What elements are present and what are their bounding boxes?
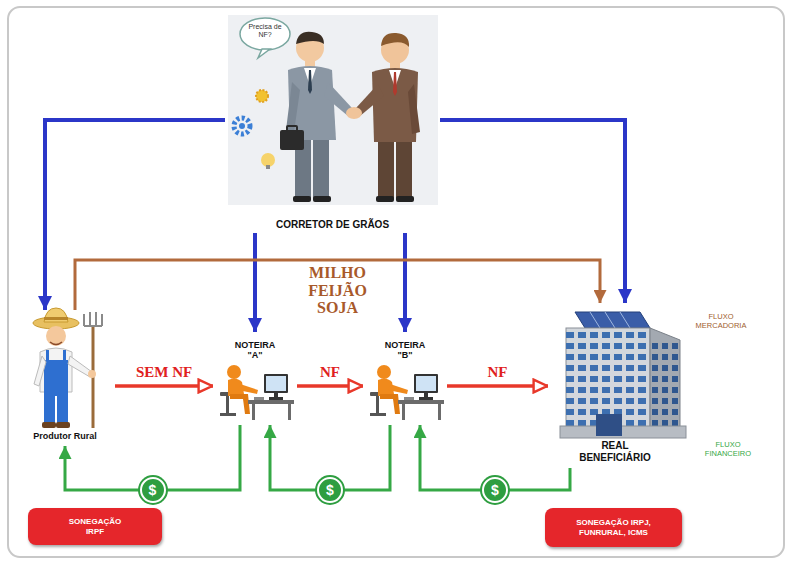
art-rect — [44, 317, 68, 320]
legend-note: FLUXO MERCADORIA — [688, 313, 754, 330]
art-circle — [88, 370, 96, 378]
tax-evasion-box: SONEGAÇÃO IRPJ, FUNRURAL, ICMS — [545, 508, 682, 547]
art-rect — [396, 142, 412, 198]
farmer-node: Produtor Rural — [15, 310, 115, 446]
art-rect — [280, 130, 304, 150]
art-path — [408, 84, 420, 134]
art-ellipse — [240, 18, 290, 50]
red-flow-arrow — [115, 384, 213, 388]
art-rect — [44, 394, 55, 424]
money-badge: $ — [482, 477, 508, 503]
art-rect — [293, 196, 311, 202]
red-flow-arrow — [447, 384, 548, 388]
art-rect — [57, 394, 68, 424]
money-badge: $ — [140, 477, 166, 503]
art-circle — [256, 90, 268, 102]
art-rect — [46, 350, 49, 362]
art-path — [393, 72, 397, 96]
blue-flow-arrow — [253, 233, 257, 332]
building-figure — [560, 312, 686, 438]
art-path — [44, 308, 68, 322]
art-path — [575, 312, 650, 328]
red-flow-arrow — [297, 384, 363, 388]
art-rect — [378, 142, 394, 198]
art-rect — [287, 126, 297, 131]
flow-label: NF — [488, 364, 508, 381]
art-path — [308, 70, 312, 94]
flow-label: SEM NF — [136, 364, 192, 381]
art-path — [296, 32, 324, 44]
art-path — [650, 328, 680, 436]
flow-label: MILHO FEIJÃO SOJA — [301, 264, 375, 317]
art-rect — [266, 165, 270, 169]
art-circle — [239, 123, 245, 129]
art-path — [381, 33, 409, 47]
noteira-node: NOTEIRA "B" — [363, 332, 447, 425]
node-label: Produtor Rural — [33, 431, 97, 441]
art-rect — [63, 350, 66, 362]
blue-flow-arrow — [440, 120, 625, 303]
art-circle — [261, 153, 275, 167]
money-badge: $ — [317, 477, 343, 503]
art-rect — [56, 422, 70, 428]
flow-label: NF — [320, 364, 340, 381]
node-label: REAL BENEFICIÁRIO — [569, 440, 661, 463]
art-rect — [596, 414, 622, 436]
art-circle — [46, 326, 66, 346]
art-rect — [652, 342, 678, 428]
frame — [8, 7, 784, 557]
node-label: NOTEIRA "B" — [379, 340, 431, 361]
node-label: CORRETOR DE GRÃOS — [276, 219, 389, 231]
art-path — [286, 82, 300, 132]
art-circle — [234, 118, 250, 134]
art-rect — [313, 196, 331, 202]
art-rect — [566, 328, 650, 436]
broker-node: CORRETOR DE GRÃOS — [225, 15, 440, 233]
art-rect — [42, 422, 56, 428]
node-label: SONEGAÇÃO IRPF — [60, 517, 130, 535]
handshake-illustration — [228, 15, 438, 205]
speech-bubble-text: Precisa de NF? — [242, 23, 288, 39]
blue-flow-arrow — [403, 233, 407, 332]
farmer-figure — [33, 308, 102, 428]
art-rect — [313, 140, 329, 198]
art-rect — [396, 196, 414, 202]
art-rect — [228, 15, 438, 205]
blue-flow-arrow — [45, 120, 225, 310]
art-rect — [376, 196, 394, 202]
art-path — [84, 312, 102, 326]
node-label: SONEGAÇÃO IRPJ, FUNRURAL, ICMS — [558, 518, 670, 536]
beneficiary-node: REAL BENEFICIÁRIO — [548, 303, 682, 468]
art-ellipse — [346, 107, 362, 119]
art-rect — [44, 360, 68, 396]
tax-evasion-box: SONEGAÇÃO IRPF — [28, 508, 162, 545]
art-path — [50, 342, 62, 345]
art-rect — [566, 328, 650, 436]
legend-note: FLUXO FINANCEIRO — [696, 441, 760, 458]
node-label: NOTEIRA "A" — [229, 340, 281, 361]
worker-figure — [370, 365, 444, 420]
art-rect — [560, 426, 686, 438]
noteira-node: NOTEIRA "A" — [213, 332, 297, 425]
worker-figure — [220, 365, 294, 420]
art-path — [590, 312, 630, 328]
art-path — [34, 356, 46, 386]
art-path — [258, 49, 270, 58]
